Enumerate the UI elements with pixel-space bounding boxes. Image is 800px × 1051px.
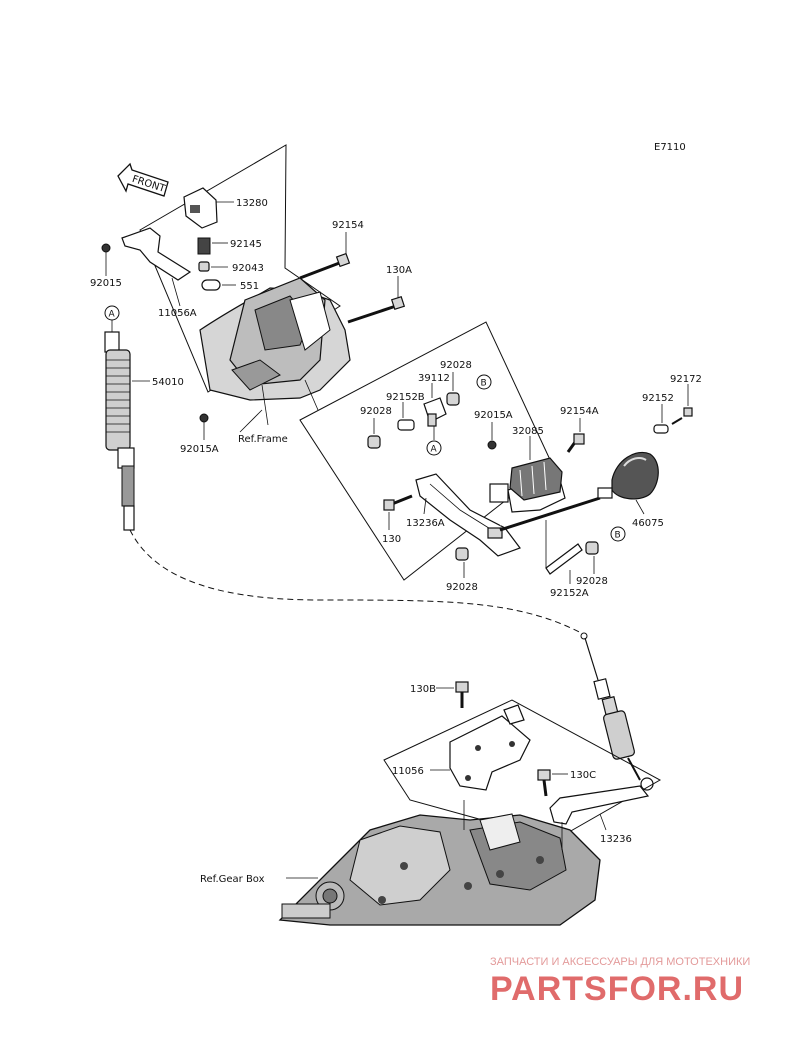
part-13280: [183, 187, 218, 229]
part-92015a-nut-mid: [487, 440, 497, 450]
part-13236a-lever: [415, 473, 521, 557]
part-46075-knob: [597, 451, 659, 500]
label-11056: 11056: [392, 766, 424, 777]
callout-b-top: B: [476, 374, 492, 390]
svg-text:B: B: [615, 531, 621, 541]
part-92152a-pin: [545, 520, 583, 575]
part-92028-right: [585, 541, 599, 555]
label-92015: 92015: [90, 278, 122, 289]
part-92152: [653, 424, 669, 434]
part-92028-bottom: [455, 547, 469, 561]
label-92043: 92043: [232, 263, 264, 274]
lower-assembly-frame: [383, 699, 662, 841]
label-92154: 92154: [332, 220, 364, 231]
part-92152b: [397, 419, 415, 431]
part-54010-cable: [104, 331, 135, 531]
diagram-code: E7110: [654, 142, 686, 153]
part-130b-bolt: [455, 681, 469, 708]
part-130c-bolt: [537, 769, 551, 797]
part-92015-nut: [101, 243, 111, 253]
label-130c: 130C: [570, 770, 596, 781]
label-92028-right: 92028: [576, 576, 608, 587]
part-92028-left: [367, 435, 381, 449]
label-39112: 39112: [418, 373, 450, 384]
callout-a-top-text: A: [109, 310, 116, 320]
label-92028-left: 92028: [360, 406, 392, 417]
part-551: [201, 279, 221, 291]
callout-b-right: B: [610, 526, 626, 542]
ref-frame: Ref.Frame: [238, 434, 288, 445]
label-32085: 32085: [512, 426, 544, 437]
label-54010: 54010: [152, 377, 184, 388]
svg-text:B: B: [481, 379, 487, 389]
label-46075: 46075: [632, 518, 664, 529]
part-32085: [509, 457, 563, 501]
callout-a-top: A: [104, 305, 120, 321]
label-92145: 92145: [230, 239, 262, 250]
cable-route-line: [129, 529, 586, 636]
label-92152b: 92152B: [386, 392, 425, 403]
gear-box: [278, 800, 601, 926]
part-92172-screw: [671, 407, 693, 425]
ref-gear-box: Ref.Gear Box: [200, 874, 265, 885]
part-92154-bolt: [299, 252, 351, 280]
cable-end-lower: [580, 632, 654, 791]
part-92043: [198, 261, 210, 272]
part-130-bolt: [383, 494, 413, 511]
label-92154a: 92154A: [560, 406, 599, 417]
svg-text:A: A: [431, 445, 438, 455]
frame-outline: [139, 144, 351, 426]
label-13236a: 13236A: [406, 518, 445, 529]
label-92015a-left: 92015A: [180, 444, 219, 455]
part-39112: [423, 397, 447, 427]
part-92154a-bolt: [566, 433, 585, 453]
part-13236-lever: [549, 785, 650, 825]
label-92028-top: 92028: [440, 360, 472, 371]
callout-a-mid: A: [426, 440, 442, 456]
part-11056-bracket: [449, 704, 531, 791]
label-13280: 13280: [236, 198, 268, 209]
label-13236: 13236: [600, 834, 632, 845]
label-92152a: 92152A: [550, 588, 589, 599]
part-11056a-bracket: [121, 227, 192, 281]
label-92172: 92172: [670, 374, 702, 385]
label-92152: 92152: [642, 393, 674, 404]
label-130a: 130A: [386, 265, 412, 276]
label-130: 130: [382, 534, 401, 545]
label-130b: 130B: [410, 684, 436, 695]
part-92145-spring: [197, 237, 211, 255]
label-92028-bottom: 92028: [446, 582, 478, 593]
watermark-tagline: ЗАПЧАСТИ И АКСЕССУАРЫ ДЛЯ МОТОТЕХНИКИ: [490, 956, 750, 968]
part-92015a-nut-left: [199, 413, 209, 423]
label-92015a-mid: 92015A: [474, 410, 513, 421]
label-11056a: 11056A: [158, 308, 197, 319]
part-130a-bolt: [347, 295, 406, 324]
front-arrow-icon: FRONT: [117, 162, 169, 197]
part-92028-top: [446, 392, 460, 406]
watermark-brand: PARTSFOR.RU: [490, 970, 744, 1008]
label-551: 551: [240, 281, 259, 292]
